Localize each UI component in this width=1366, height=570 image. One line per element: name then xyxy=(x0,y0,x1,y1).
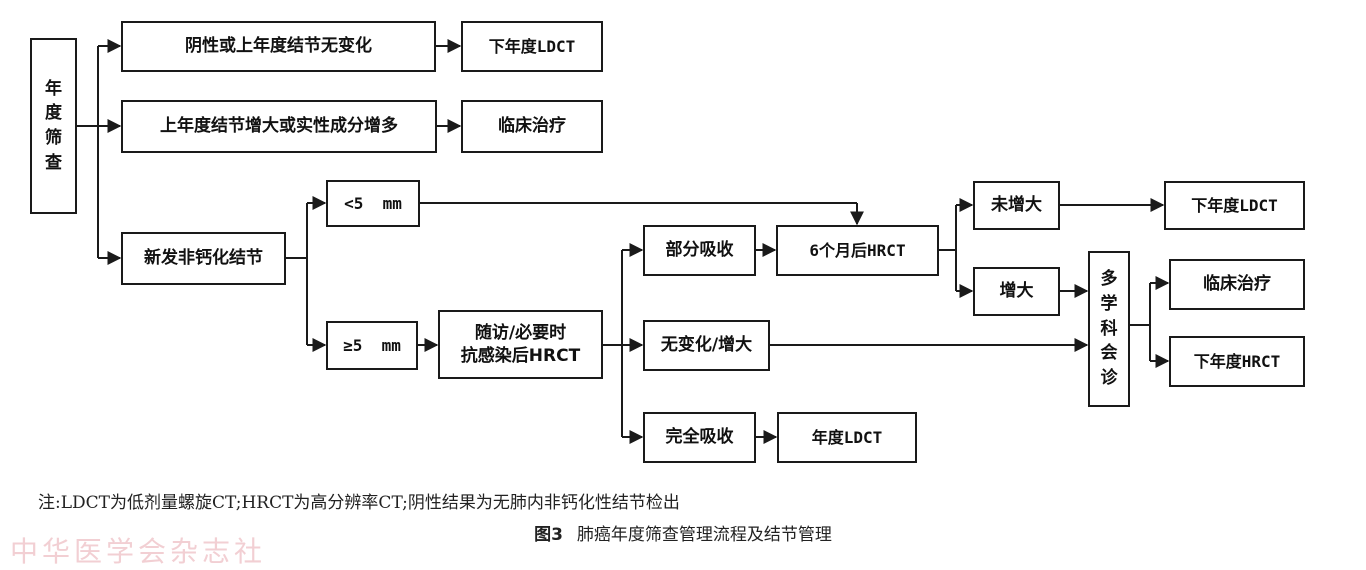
clinical-treatment-box-1: 临床治疗 xyxy=(461,100,603,153)
lt5mm-box: <5 mm xyxy=(326,180,420,227)
next-year-ldct-box-2: 下年度LDCT xyxy=(1164,181,1305,230)
unchanged-or-enlarged-box: 无变化/增大 xyxy=(643,320,770,371)
annual-screening-box: 年 度 筛 查 xyxy=(30,38,77,214)
hrct-6-months-box: 6个月后HRCT xyxy=(776,225,939,276)
negative-no-change-box: 阴性或上年度结节无变化 xyxy=(121,21,436,72)
partial-absorption-box: 部分吸收 xyxy=(643,225,756,276)
new-noncalcified-nodule-box: 新发非钙化结节 xyxy=(121,232,286,285)
ge5mm-box: ≥5 mm xyxy=(326,321,418,370)
annual-ldct-box: 年度LDCT xyxy=(777,412,917,463)
figure-caption: 图3 肺癌年度筛查管理流程及结节管理 xyxy=(0,520,1366,545)
multidisciplinary-consultation-box: 多 学 科 会 诊 xyxy=(1088,251,1130,407)
enlarged-box: 增大 xyxy=(973,267,1060,316)
clinical-treatment-box-2: 临床治疗 xyxy=(1169,259,1305,310)
next-year-ldct-box-1: 下年度LDCT xyxy=(461,21,603,72)
not-enlarged-box: 未增大 xyxy=(973,181,1060,230)
figure-title: 肺癌年度筛查管理流程及结节管理 xyxy=(576,525,832,545)
enlarged-or-solid-box: 上年度结节增大或实性成分增多 xyxy=(121,100,437,153)
figure-note: 注:LDCT为低剂量螺旋CT;HRCT为高分辨率CT;阴性结果为无肺内非钙化性结… xyxy=(38,493,680,513)
publisher-watermark: 中华医学会杂志社 xyxy=(10,535,267,568)
next-year-hrct-box: 下年度HRCT xyxy=(1169,336,1305,387)
followup-hrct-box: 随访/必要时 抗感染后HRCT xyxy=(438,310,603,379)
complete-absorption-box: 完全吸收 xyxy=(643,412,756,463)
figure-number: 图3 xyxy=(534,525,563,545)
flowchart: 年 度 筛 查 阴性或上年度结节无变化 下年度LDCT 上年度结节增大或实性成分… xyxy=(30,21,1305,463)
flowchart-connectors xyxy=(77,39,1170,444)
